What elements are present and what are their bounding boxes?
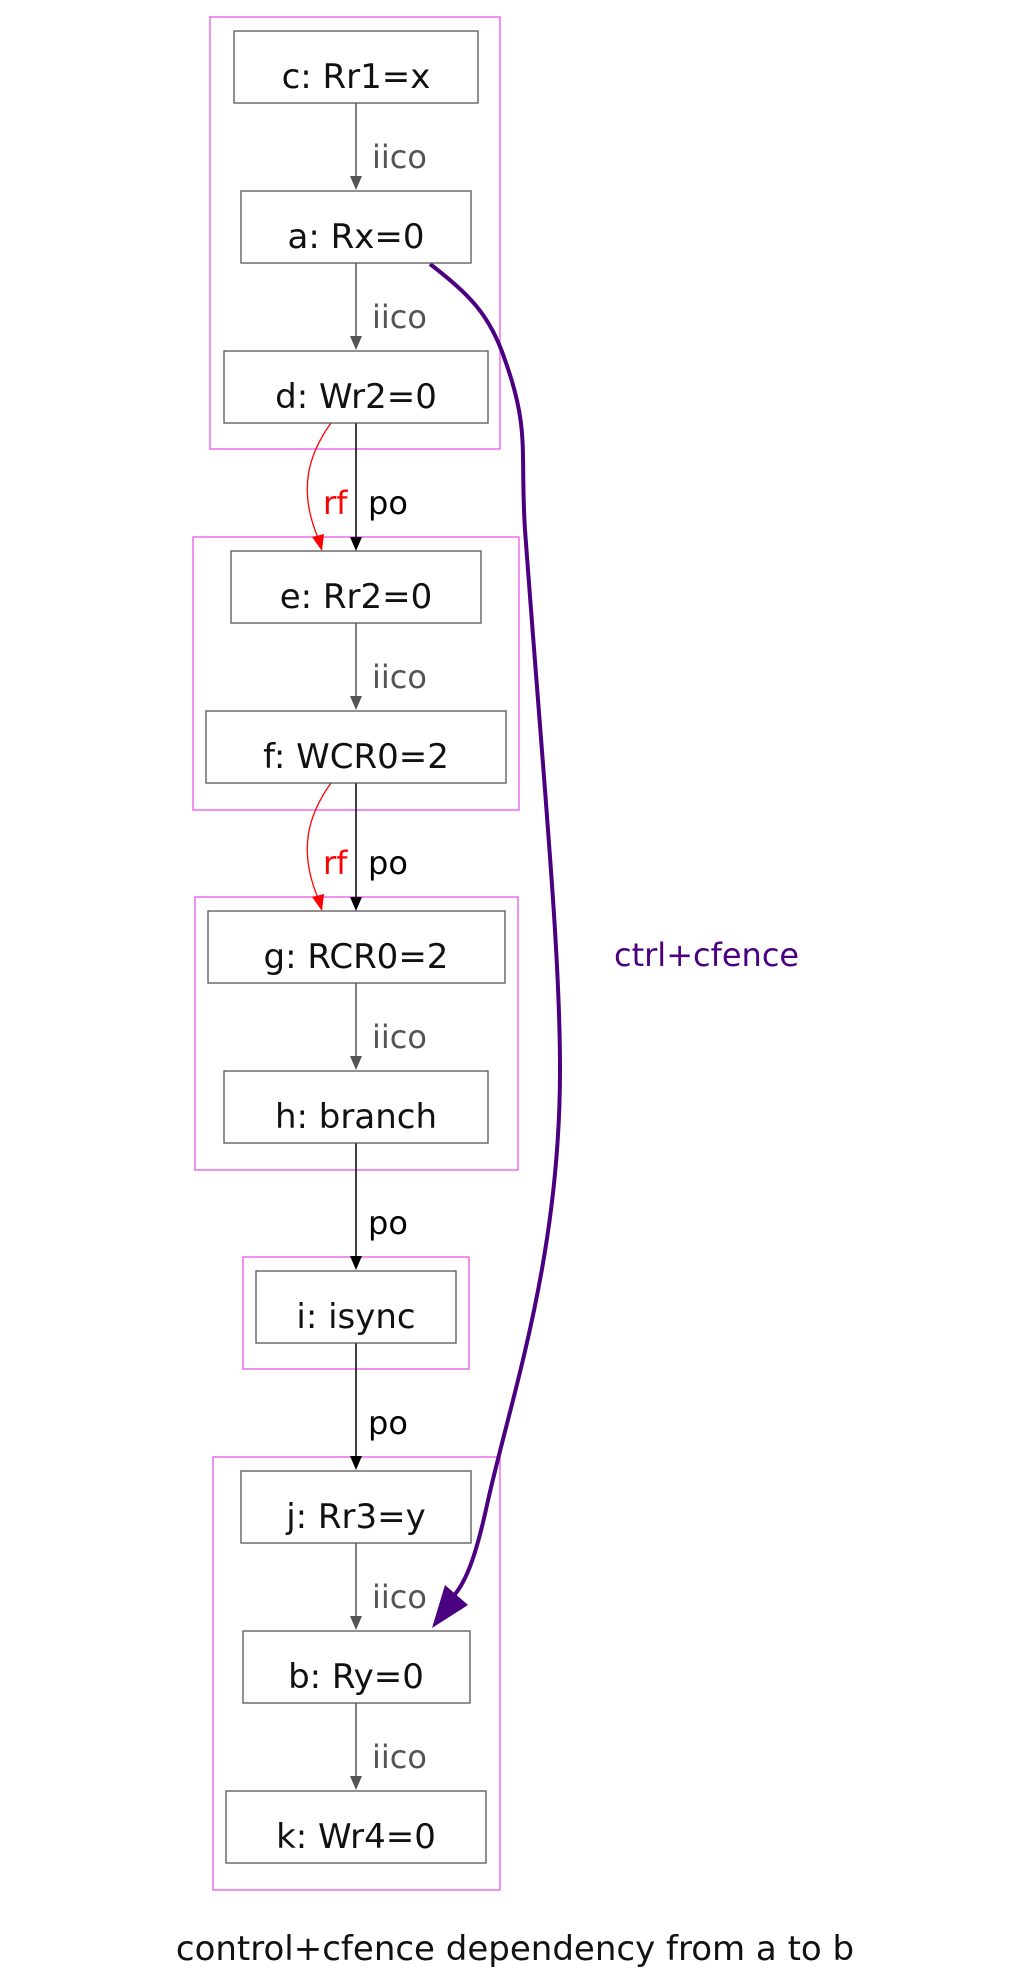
node-g-box (207, 910, 506, 984)
edge-label-iico: iico (372, 298, 427, 336)
node-h-label: h: branch (275, 1097, 437, 1137)
node-h-box (223, 1070, 489, 1144)
edge-ctrl-cfence (428, 262, 563, 1602)
node-d-box (223, 350, 489, 424)
edge-label-iico: iico (372, 1738, 427, 1776)
node-k-label: k: Wr4=0 (276, 1817, 436, 1857)
edge-label-iico: iico (372, 1018, 427, 1056)
arrowhead (432, 1585, 468, 1628)
node-c-box (233, 30, 479, 104)
edge-label-iico: iico (372, 658, 427, 696)
node-j-box (240, 1470, 472, 1544)
arrowhead (350, 1616, 362, 1630)
edge-label-rf: rf (323, 844, 348, 882)
edge-label-po: po (368, 484, 408, 522)
node-k-box (225, 1790, 487, 1864)
edge-label-iico: iico (372, 138, 427, 176)
node-b-label: b: Ry=0 (288, 1657, 424, 1697)
node-g-label: g: RCR0=2 (264, 937, 449, 977)
arrowhead (350, 897, 362, 911)
edge-label-ctrl-cfence: ctrl+cfence (614, 936, 799, 974)
node-f-box (205, 710, 507, 784)
edge-label-po: po (368, 1404, 408, 1442)
arrowhead (312, 894, 324, 911)
arrowhead (350, 1256, 362, 1270)
node-i-label: i: isync (296, 1297, 415, 1337)
node-j-label: j: Rr3=y (285, 1497, 426, 1537)
edge-label-rf: rf (323, 484, 348, 522)
arrowhead (350, 1056, 362, 1070)
diagram-caption: control+cfence dependency from a to b (176, 1929, 854, 1969)
arrowhead (312, 534, 324, 551)
node-c-label: c: Rr1=x (282, 57, 431, 97)
node-d-label: d: Wr2=0 (275, 377, 437, 417)
arrowhead (350, 336, 362, 350)
node-a-label: a: Rx=0 (288, 217, 425, 257)
arrowhead (350, 1456, 362, 1470)
edge-rf (306, 422, 332, 539)
node-i-box (255, 1270, 457, 1344)
arrowhead (350, 696, 362, 710)
arrowhead (350, 537, 362, 551)
edge-label-iico: iico (372, 1578, 427, 1616)
arrowhead (350, 176, 362, 190)
edge-rf (306, 782, 332, 899)
arrowhead (350, 1776, 362, 1790)
nodes-layer: c: Rr1=x a: Rx=0 d: Wr2=0 e: Rr2=0 f: WC… (205, 30, 507, 1864)
cluster-thread-1 (209, 16, 501, 450)
node-e-label: e: Rr2=0 (280, 577, 433, 617)
edges-layer: iico iico po rf iico po rf iico po (306, 103, 799, 1790)
node-f-label: f: WCR0=2 (263, 737, 449, 777)
node-b-box (242, 1630, 471, 1704)
node-e-box (230, 550, 482, 624)
node-a-box (240, 190, 472, 264)
edge-label-po: po (368, 1204, 408, 1242)
edge-label-po: po (368, 844, 408, 882)
